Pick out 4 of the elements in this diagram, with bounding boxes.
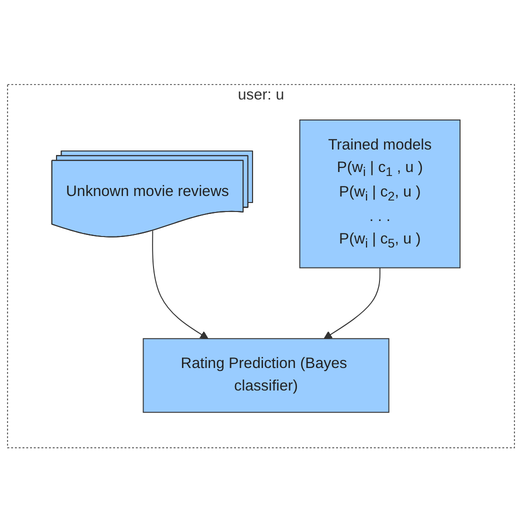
arrow xyxy=(152,230,208,339)
arrow xyxy=(324,267,380,339)
node-box: Rating Prediction (Bayes classifier) xyxy=(142,338,390,413)
node-box: Trained models P(w$_{i}$ | c$_{1}$ , u ) P(w$_{i}$ | c$_{2}$, u ) . . . P(w$_{i}$ | c$_{5}$, u ) xyxy=(299,119,461,268)
